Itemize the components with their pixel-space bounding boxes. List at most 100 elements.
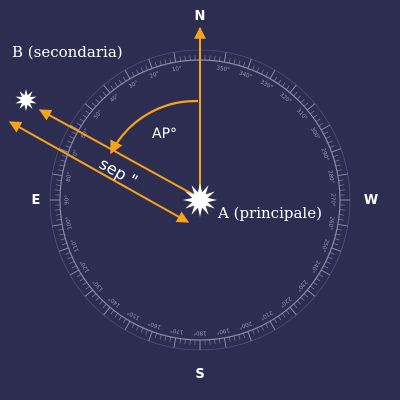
dial-minor-tick <box>228 58 231 64</box>
dial-minor-tick <box>59 233 65 236</box>
dial-minor-tick <box>300 297 305 301</box>
dial-minor-tick <box>95 297 100 301</box>
dial-minor-tick <box>145 65 148 71</box>
dial-minor-tick <box>62 154 67 158</box>
dial-minor-tick <box>56 179 62 181</box>
dial-tick-label: 220° <box>278 295 292 308</box>
dial-major-tick <box>320 269 331 276</box>
dial-minor-tick <box>233 335 236 341</box>
dial-minor-tick <box>265 71 269 77</box>
dial-major-tick <box>103 84 111 94</box>
dial-minor-tick <box>62 242 67 246</box>
dial-minor-tick <box>184 55 186 61</box>
primary-star-icon <box>183 183 217 217</box>
dial-minor-tick <box>273 76 278 82</box>
dial-minor-tick <box>313 282 318 286</box>
dial-minor-tick <box>214 55 216 61</box>
dial-minor-tick <box>60 159 66 162</box>
dial-minor-tick <box>278 315 282 321</box>
dial-ticks <box>50 50 350 350</box>
dial-major-tick <box>223 52 227 63</box>
dial-minor-tick <box>55 214 61 216</box>
dial-minor-tick <box>99 95 103 100</box>
dial-minor-tick <box>256 67 260 73</box>
dial-minor-tick <box>300 99 305 103</box>
dial-minor-tick <box>184 339 186 345</box>
dial-minor-tick <box>325 136 331 139</box>
dial-tick-label: 80° <box>66 171 74 182</box>
dial-major-tick <box>247 331 252 342</box>
dial-tick-label: 120° <box>79 259 91 274</box>
dial-major-tick <box>173 52 177 63</box>
dial-major-tick <box>337 173 348 177</box>
dial-major-tick <box>269 320 276 331</box>
dial-minor-tick <box>136 325 139 331</box>
dial-tick-label: 30° <box>128 80 140 90</box>
dial-minor-tick <box>333 242 338 246</box>
dial-major-tick <box>173 337 177 348</box>
dial-major-tick <box>52 173 63 177</box>
dial-tick-label: 300° <box>309 127 321 142</box>
dial-minor-tick <box>145 329 148 335</box>
dial-minor-tick <box>261 69 264 75</box>
dial-minor-tick <box>56 219 62 221</box>
dial-minor-tick <box>82 114 87 118</box>
dial-tick-label: 150° <box>126 309 141 321</box>
dial-minor-tick <box>114 313 118 318</box>
dial-minor-tick <box>333 154 338 158</box>
dial-minor-tick <box>261 325 264 331</box>
dial-minor-tick <box>159 60 162 66</box>
dial-minor-tick <box>110 85 115 90</box>
dial-tick-label: 180° <box>193 330 206 336</box>
dial-minor-tick <box>154 62 158 67</box>
dial-minor-tick <box>140 67 144 73</box>
dial-tick-label: 140° <box>108 295 122 308</box>
dial-major-tick <box>269 69 276 80</box>
dial-minor-tick <box>69 261 75 264</box>
dial-minor-tick <box>65 145 71 148</box>
dial-minor-tick <box>60 238 66 241</box>
dial-minor-tick <box>323 131 329 135</box>
dial-major-tick <box>124 320 131 331</box>
dial-minor-tick <box>159 334 162 340</box>
dial-minor-tick <box>252 329 255 335</box>
dial-minor-tick <box>131 71 135 77</box>
dial-minor-tick <box>85 285 90 290</box>
dial-minor-tick <box>95 99 100 103</box>
dial-minor-tick <box>323 265 329 269</box>
dial-minor-tick <box>273 318 278 324</box>
dial-major-tick <box>247 58 252 69</box>
dial-minor-tick <box>282 82 286 87</box>
dial-tick-label: 160° <box>147 319 162 329</box>
dial-minor-tick <box>59 164 65 167</box>
dial-minor-tick <box>110 310 115 315</box>
dial-minor-tick <box>65 252 71 255</box>
secondary-star-icon <box>15 89 37 111</box>
dial-minor-tick <box>179 56 181 62</box>
dial-tick-label: 340° <box>238 70 253 80</box>
dial-minor-tick <box>335 164 341 167</box>
dial-major-tick <box>124 69 131 80</box>
dial-minor-tick <box>118 315 122 321</box>
dial-minor-tick <box>131 323 135 329</box>
dial-tick-label: 240° <box>309 259 321 274</box>
dial-major-tick <box>58 247 69 252</box>
dial-minor-tick <box>58 169 64 172</box>
dial-major-tick <box>331 148 342 153</box>
dial-minor-tick <box>219 338 221 344</box>
dial-minor-tick <box>318 122 324 127</box>
dial-tick-label: 40° <box>109 93 121 104</box>
dial-tick-label: 310° <box>295 108 308 122</box>
dial-minor-tick <box>79 118 85 122</box>
dial-minor-tick <box>265 323 269 329</box>
dial-minor-tick <box>285 310 290 315</box>
dial-minor-tick <box>339 214 345 216</box>
dial-tick-label: 100° <box>65 216 73 230</box>
dial-tick-label: 170° <box>170 326 184 334</box>
dial-minor-tick <box>82 282 87 286</box>
dial-tick-label: 50° <box>93 109 104 121</box>
south-label: S <box>195 367 204 382</box>
dial-major-tick <box>337 223 348 227</box>
dial-minor-tick <box>334 238 340 241</box>
